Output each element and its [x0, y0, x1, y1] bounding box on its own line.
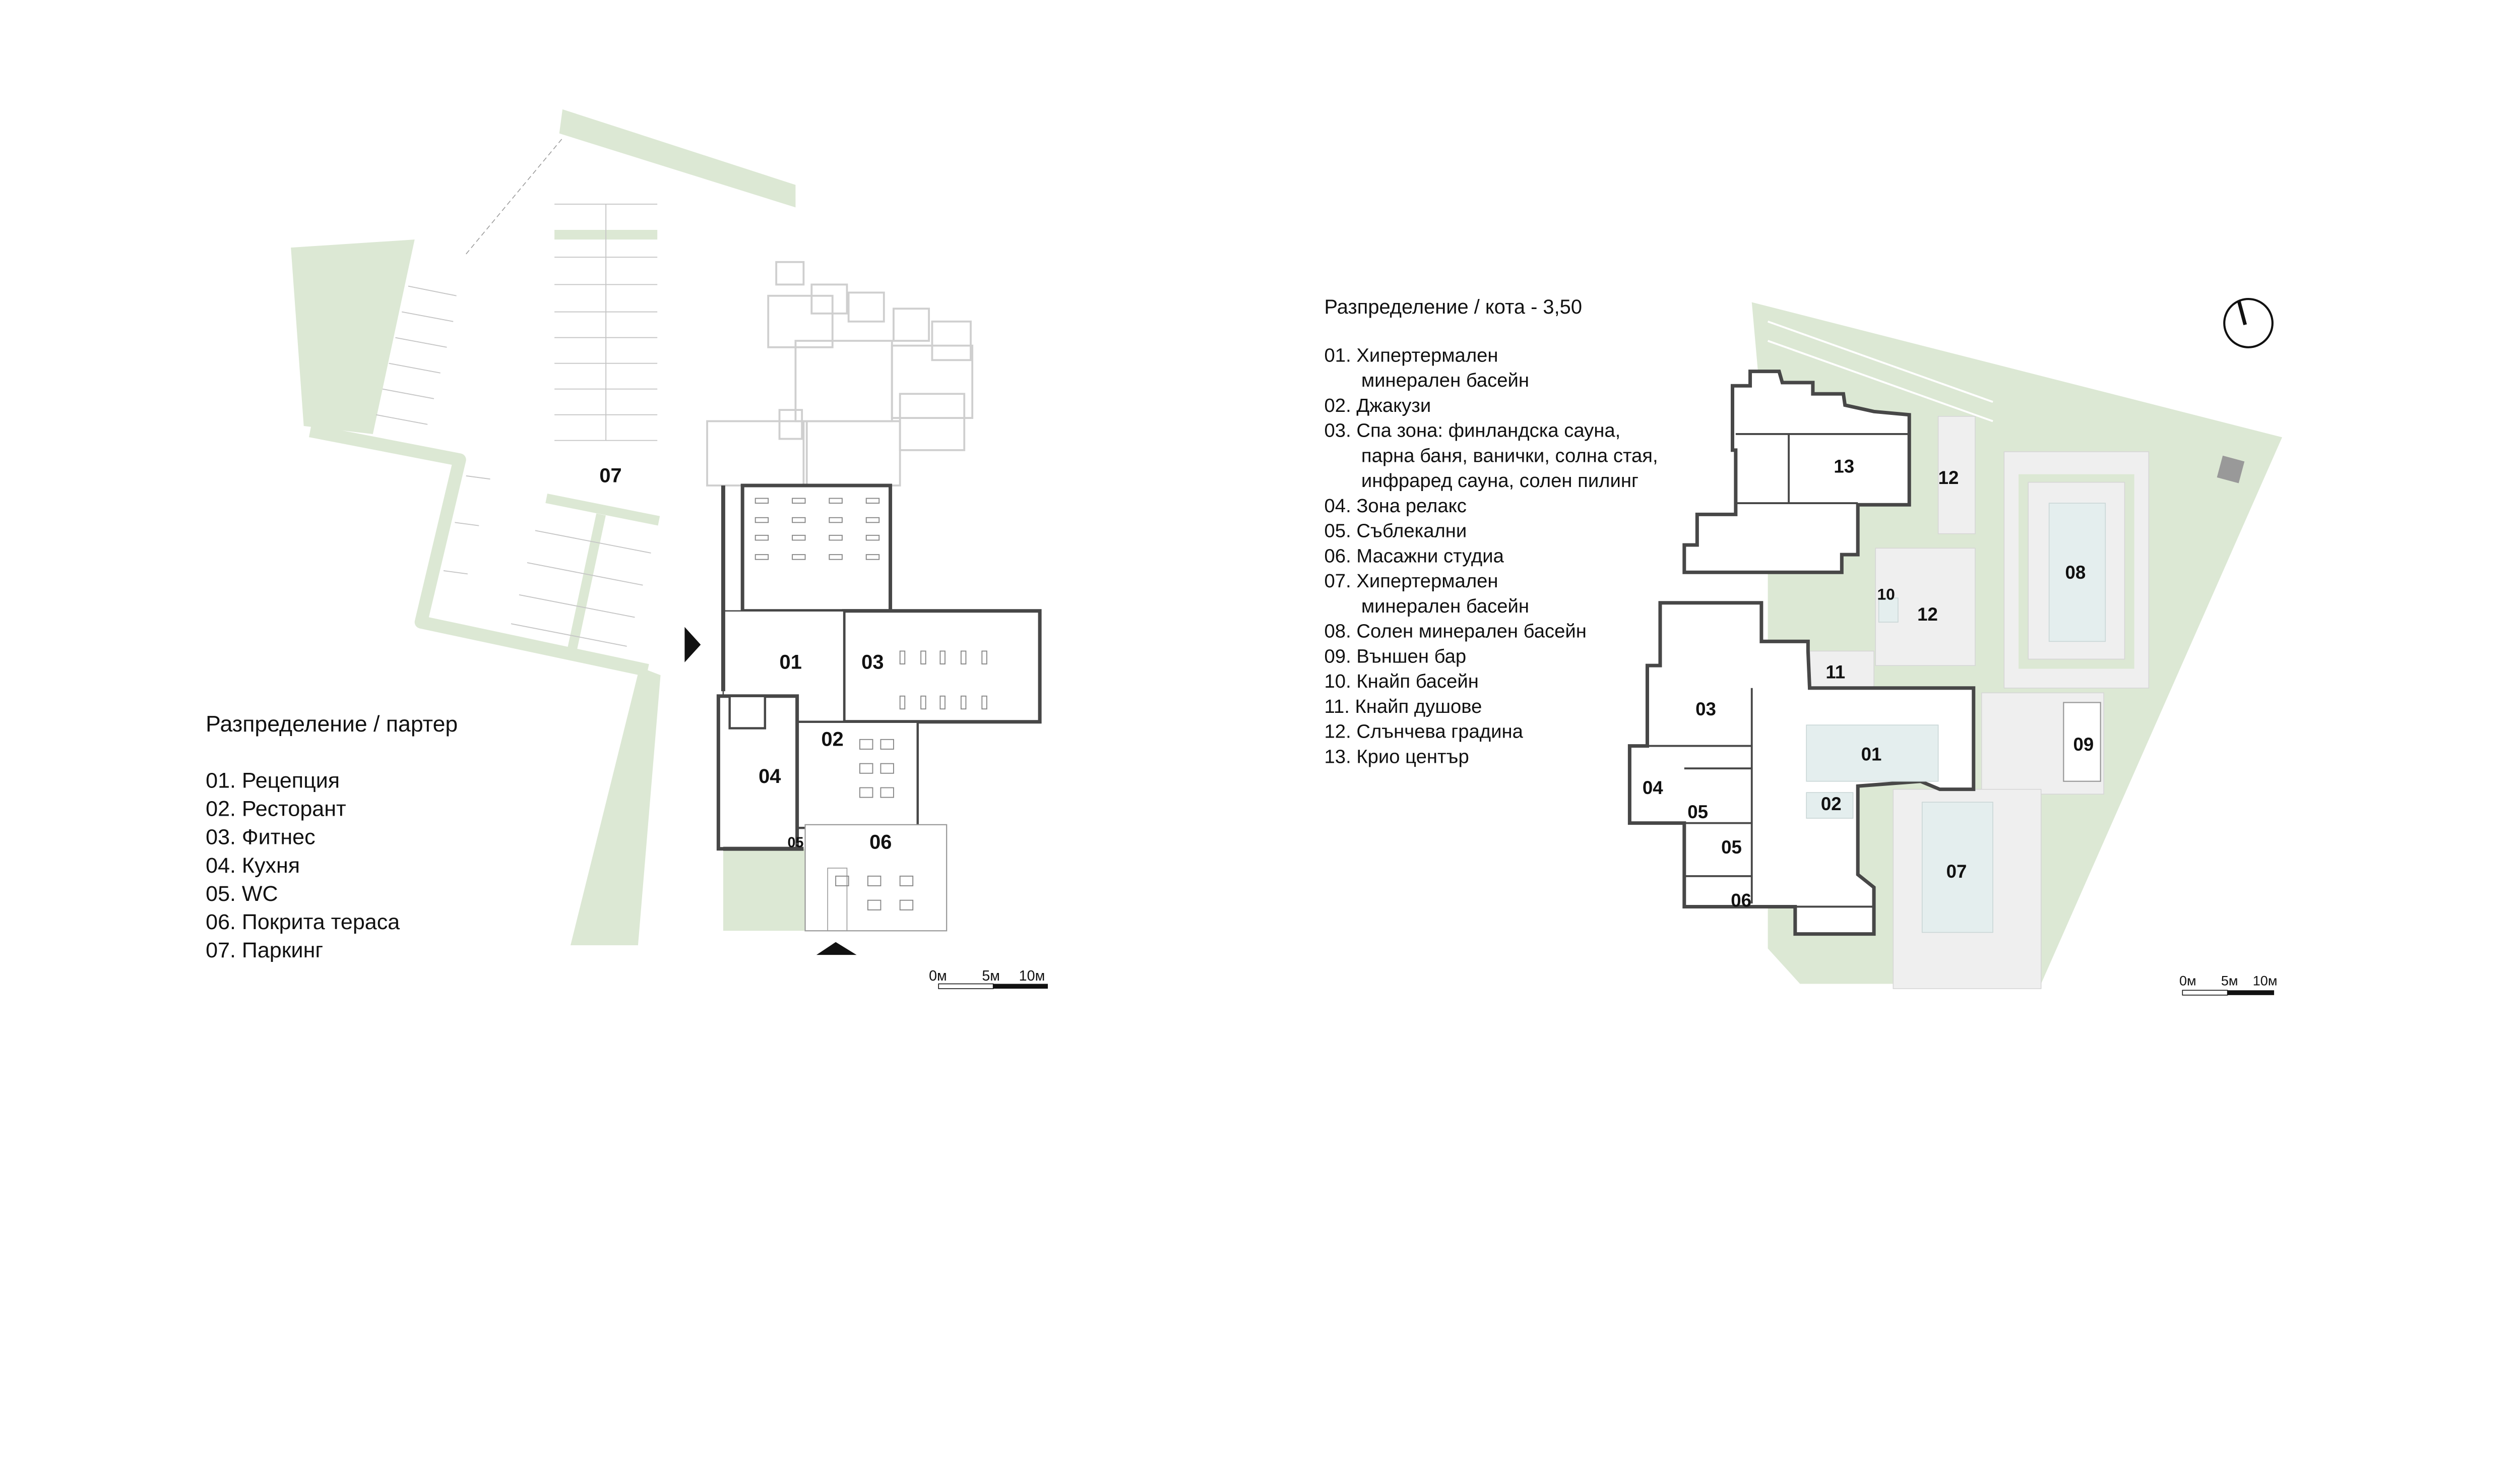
green-bar: [545, 494, 660, 526]
room-label-02: 02: [1821, 794, 1842, 814]
legend-item-continuation: инфраред сауна, солен пилинг: [1361, 470, 1639, 492]
legend-item: 02. Ресторант: [206, 797, 346, 821]
parking-lines: [375, 138, 658, 647]
legend-item: 05. WC: [206, 882, 278, 906]
pool-08: [2048, 503, 2106, 642]
room-label-04: 04: [1643, 777, 1663, 798]
level-minus-350-plan: 01 02 03 04 05 05 06 07 08 09 10 11 12 1…: [1325, 296, 2283, 996]
room-label-13: 13: [1834, 456, 1854, 476]
room-label-01: 01: [1861, 744, 1882, 764]
legend-item: 01. Хипертермален: [1325, 344, 1498, 366]
room-label-12: 12: [1917, 604, 1938, 625]
scale-zero: 0м: [929, 968, 947, 984]
ground-floor-legend: 01. Рецепция 02. Ресторант 03. Фитнес 04. К…: [206, 768, 400, 962]
legend-item: 03. Спа зона: финландска сауна,: [1325, 420, 1621, 442]
green-bottom-patch: [723, 848, 822, 931]
scale-zero: 0м: [2179, 973, 2196, 989]
legend-item: 04. Кухня: [206, 854, 300, 878]
legend-item: 03. Фитнес: [206, 825, 315, 849]
room-label-05: 05: [787, 834, 803, 850]
scale-bar: 0м 5м 10м: [2179, 973, 2278, 996]
legend-item: 01. Рецепция: [206, 768, 340, 793]
room-label-06: 06: [869, 831, 892, 854]
spa-level-title: Разпределение / кота - 3,50: [1325, 296, 1582, 318]
room-label-11: 11: [1825, 662, 1845, 683]
room-label-05: 05: [1687, 802, 1708, 822]
room-label-10: 10: [1877, 585, 1895, 603]
scale-mid: 5м: [982, 968, 1000, 984]
scale-mid: 5м: [2221, 973, 2238, 989]
legend-item: 11. Кнайп душове: [1325, 696, 1482, 717]
room-label-04: 04: [759, 765, 781, 787]
ground-floor-plan: 01 02 03 04 05 06 07 0м 5м 10м Разпредел…: [206, 109, 1048, 989]
room-label-02: 02: [821, 728, 843, 751]
room-label-06: 06: [1731, 890, 1751, 910]
green-wedge: [291, 239, 415, 434]
pool-01: [1806, 724, 1939, 782]
room-label-03: 03: [1695, 699, 1716, 719]
floor-plans-sheet: 01 02 03 04 05 06 07 0м 5м 10м Разпредел…: [206, 109, 2283, 996]
sun-garden-12-upper: [1937, 416, 1976, 534]
existing-building-outline: [706, 261, 974, 486]
green-divider: [567, 513, 606, 651]
legend-item: 02. Джакузи: [1325, 395, 1431, 416]
scale-end: 10м: [1019, 968, 1045, 984]
jacuzzi-02: [1806, 792, 1854, 819]
spa-level-legend: 01. Хипертермален минерален басейн 02. Джа…: [1325, 344, 1658, 767]
scale-bar: 0м 5м 10м: [929, 968, 1048, 989]
legend-item: 10. Кнайп басейн: [1325, 671, 1479, 692]
legend-item: 08. Солен минерален басейн: [1325, 621, 1587, 642]
kneipp-pool-10: [1878, 597, 1899, 623]
path-stripes: [1767, 320, 1993, 422]
room-label-12: 12: [1938, 467, 1959, 488]
pool-07: [1921, 802, 1993, 933]
room-label-03: 03: [861, 651, 884, 674]
spa-block: [1627, 601, 1976, 936]
cryo-block: [1682, 370, 1911, 574]
room-label-08: 08: [2065, 562, 2086, 583]
ground-floor-building: [716, 483, 1042, 932]
ground-floor-title: Разпределение / партер: [206, 712, 458, 737]
legend-item: 12. Слънчева градина: [1325, 721, 1524, 743]
green-strip-top: [559, 109, 796, 208]
legend-item: 05. Съблекални: [1325, 520, 1467, 542]
room-label-01: 01: [780, 651, 802, 674]
legend-item: 04. Зона релакс: [1325, 495, 1467, 517]
bar-09: [2063, 702, 2101, 782]
legend-item: 07. Хипертермален: [1325, 570, 1498, 592]
legend-item-continuation: минерален басейн: [1361, 370, 1529, 391]
legend-item: 06. Масажни студиа: [1325, 545, 1504, 567]
legend-item: 07. Паркинг: [206, 938, 323, 962]
scale-end: 10м: [2253, 973, 2278, 989]
entrance-arrow-icon: [816, 942, 857, 955]
north-compass-icon: [2223, 298, 2274, 348]
room-label-05: 05: [1721, 837, 1742, 858]
legend-item: 06. Покрита тераса: [206, 910, 400, 934]
spa-room-labels: 01 02 03 04 05 05 06 07 08 09 10 11 12 1…: [1643, 456, 2094, 910]
room-label-07: 07: [1946, 861, 1967, 882]
grey-block: [2217, 455, 2245, 483]
legend-item-continuation: парна баня, ванички, солна стая,: [1361, 445, 1658, 466]
legend-item-continuation: минерален басейн: [1361, 595, 1529, 617]
gym-equipment: [754, 498, 987, 910]
green-path: [309, 424, 649, 677]
room-label-07: 07: [599, 465, 621, 487]
legend-item: 13. Крио център: [1325, 746, 1469, 767]
legend-item: 09. Външен бар: [1325, 645, 1467, 667]
green-strip-bottom: [571, 667, 661, 945]
spa-interior-walls: [1647, 688, 1874, 908]
ground-room-labels: 01 02 03 04 05 06 07: [599, 465, 892, 854]
room-label-09: 09: [2073, 734, 2094, 755]
entrance-arrow-icon: [684, 627, 701, 662]
